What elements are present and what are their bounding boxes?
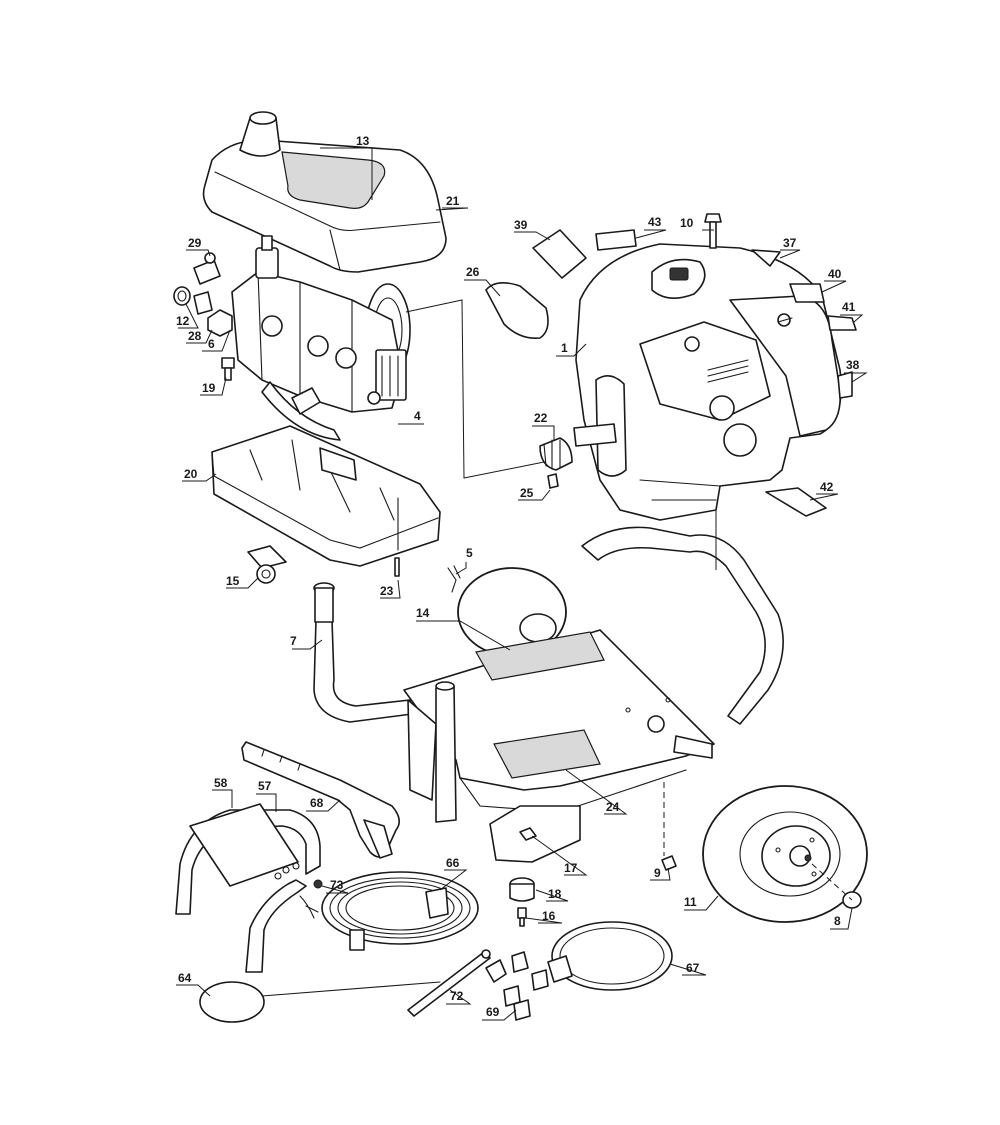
high-pressure-hose <box>321 871 479 951</box>
callout-20: 20 <box>184 467 198 481</box>
callout-1: 1 <box>561 341 568 355</box>
callout-11: 11 <box>684 895 697 909</box>
callout-29: 29 <box>188 236 202 250</box>
engine <box>573 243 842 521</box>
callout-5: 5 <box>466 546 473 560</box>
callout-17: 17 <box>564 861 578 875</box>
callout-12: 12 <box>176 314 190 328</box>
callout-68: 68 <box>310 796 324 810</box>
callout-19: 19 <box>202 381 216 395</box>
callout-25: 25 <box>520 486 534 500</box>
callout-37: 37 <box>783 236 797 250</box>
callout-13: 13 <box>356 134 370 148</box>
callout-38: 38 <box>846 358 860 372</box>
inlet-hose <box>547 921 673 991</box>
callout-66: 66 <box>446 856 460 870</box>
decals <box>485 229 857 517</box>
callout-72: 72 <box>450 989 464 1003</box>
callout-28: 28 <box>188 329 202 343</box>
callout-22: 22 <box>534 411 548 425</box>
callout-14: 14 <box>416 606 430 620</box>
callout-40: 40 <box>828 267 842 281</box>
callout-67: 67 <box>686 961 700 975</box>
callout-43: 43 <box>648 215 662 229</box>
pump-assembly <box>231 235 411 441</box>
pump-cover-top <box>202 111 447 273</box>
callout-6: 6 <box>208 337 215 351</box>
front-wheel <box>702 785 868 923</box>
callout-4: 4 <box>414 409 421 423</box>
detergent-hose <box>199 981 441 1023</box>
pump-base <box>211 425 441 567</box>
callout-69: 69 <box>486 1005 500 1019</box>
callout-42: 42 <box>820 480 834 494</box>
callout-16: 16 <box>542 909 556 923</box>
spray-wand <box>407 949 491 1017</box>
callout-8: 8 <box>834 914 841 928</box>
callout-leaders <box>176 147 868 1021</box>
callout-labels: 1 4 5 6 7 8 9 10 11 12 13 14 15 16 17 18… <box>176 134 860 1019</box>
callout-21: 21 <box>446 194 460 208</box>
callout-57: 57 <box>258 779 272 793</box>
callout-7: 7 <box>290 634 297 648</box>
alignment-lines <box>405 299 853 901</box>
spray-gun <box>241 741 400 859</box>
callout-18: 18 <box>548 887 562 901</box>
small-hardware <box>247 545 461 593</box>
callout-26: 26 <box>466 265 480 279</box>
deck-hardware <box>509 827 677 927</box>
callout-41: 41 <box>842 300 856 314</box>
callout-39: 39 <box>514 218 528 232</box>
callout-24: 24 <box>606 800 620 814</box>
callout-58: 58 <box>214 776 228 790</box>
pump-fittings <box>173 252 235 381</box>
callout-73: 73 <box>330 878 344 892</box>
callout-64: 64 <box>178 971 192 985</box>
coupler-parts <box>539 213 722 489</box>
frame-handle <box>313 526 784 725</box>
callout-23: 23 <box>380 584 394 598</box>
callout-10: 10 <box>680 216 694 230</box>
hose-holder <box>175 803 323 973</box>
callout-9: 9 <box>654 866 661 880</box>
frame-deck <box>403 629 715 863</box>
spray-nozzles <box>485 951 549 1021</box>
callout-15: 15 <box>226 574 240 588</box>
